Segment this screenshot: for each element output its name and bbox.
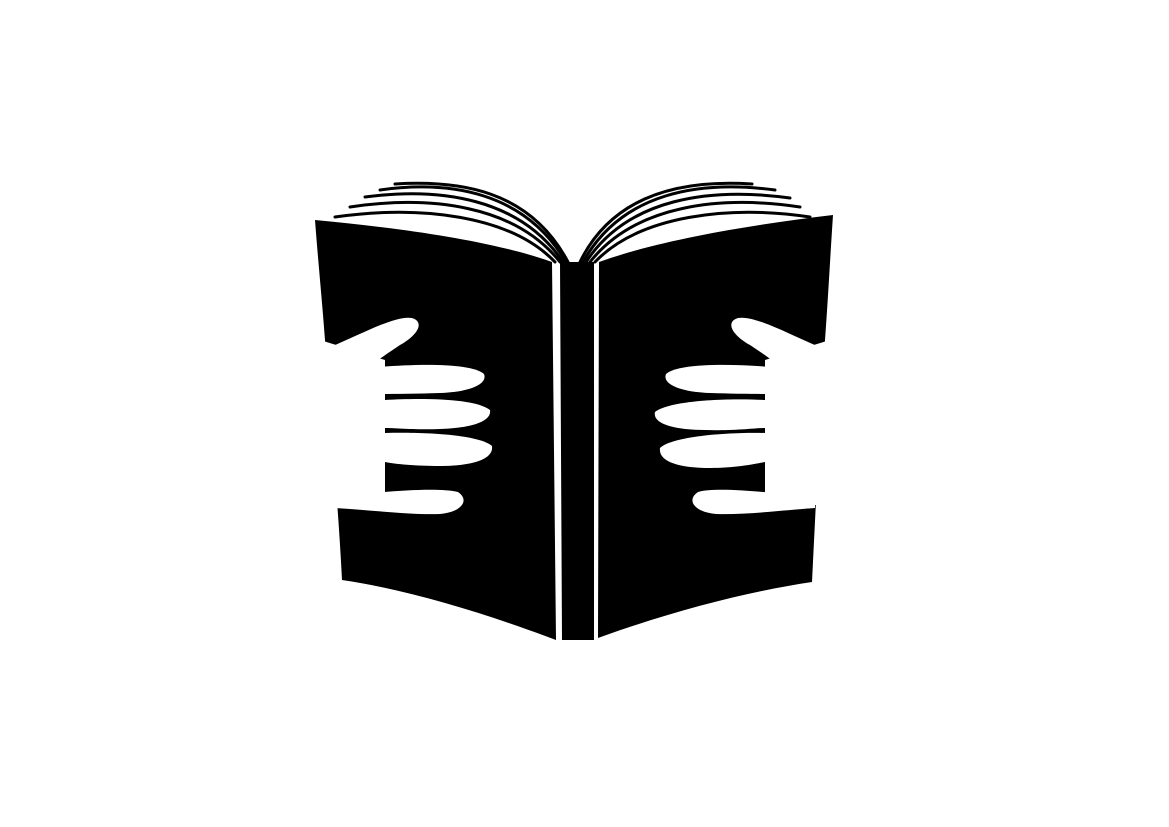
left-cover [315, 220, 556, 640]
book-pages-icon [333, 181, 812, 264]
right-hand-icon [654, 317, 830, 515]
left-hand-icon [320, 317, 493, 515]
book-spine [560, 262, 594, 640]
